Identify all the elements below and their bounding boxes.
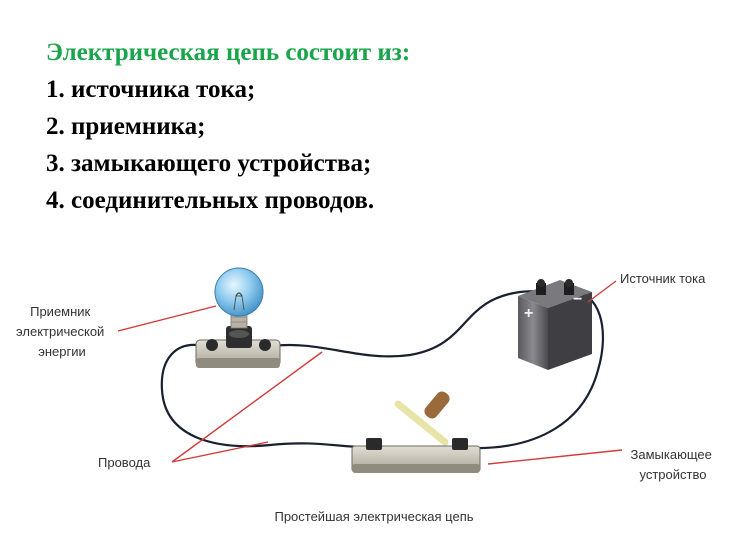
list-item-wires: 4. соединительных проводов.: [46, 187, 375, 214]
leader-switch: [487, 449, 623, 465]
label-switch-line-1: Замыкающее: [631, 447, 712, 462]
diagram-caption: Простейшая электрическая цепь: [274, 509, 473, 524]
label-switch-line-2: устройство: [640, 467, 707, 482]
leader-wires-1: [171, 351, 323, 463]
leader-wires-2: [171, 441, 269, 463]
slide-text: Электрическая цепь состоит из: 1. источн…: [46, 38, 410, 216]
list-item-source: 1. источника тока;: [46, 76, 256, 103]
label-switch: Замыкающее устройство: [631, 447, 716, 482]
battery-plus-sign: +: [524, 305, 533, 322]
battery-minus-sign: −: [573, 291, 582, 308]
label-receiver: Приемник электрической энергии: [16, 304, 108, 359]
list-item-switch: 3. замыкающего устройства;: [46, 150, 372, 177]
battery: + −: [518, 279, 592, 370]
list-item-receiver: 2. приемника;: [46, 113, 206, 140]
light-bulb: [195, 267, 281, 368]
label-receiver-line-3: энергии: [38, 344, 86, 359]
slide-heading: Электрическая цепь состоит из:: [46, 39, 411, 66]
label-receiver-line-2: электрической: [16, 324, 104, 339]
wire-bulb-to-battery: [271, 290, 546, 358]
leader-lines: [117, 280, 623, 465]
knife-switch: [351, 391, 481, 473]
label-source: Источник тока: [620, 271, 706, 286]
label-wires: Провода: [98, 455, 151, 470]
leader-receiver: [117, 305, 217, 332]
circuit-diagram: + − Приемник электрической энергии Источ…: [16, 267, 716, 524]
wire-battery-to-switch: [469, 290, 605, 450]
label-receiver-line-1: Приемник: [30, 304, 90, 319]
leader-source: [587, 280, 617, 303]
